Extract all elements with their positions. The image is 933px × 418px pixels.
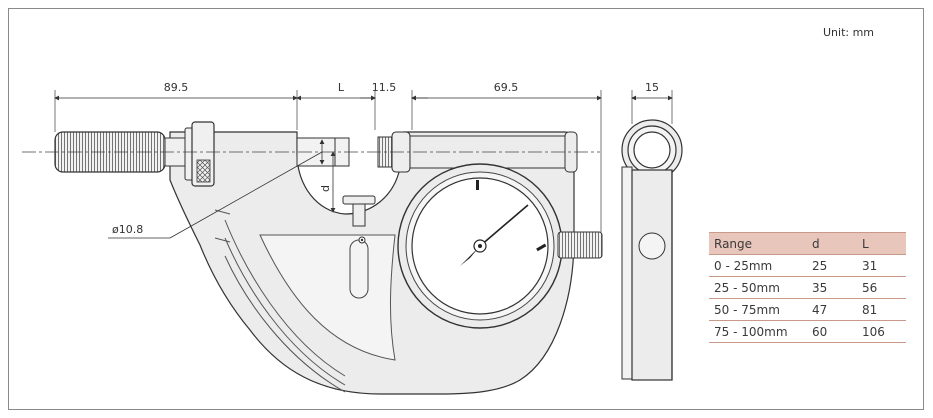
table-cell: 56 [857,276,906,299]
range-table: Range d L 0 - 25mm 25 31 25 - 50mm 35 56… [709,232,906,343]
table-cell: 35 [807,276,857,299]
table-cell: 60 [807,320,857,343]
body-groove-1 [224,219,346,377]
table-row: 50 - 75mm 47 81 [709,298,906,321]
table-cell: 25 - 50mm [709,276,807,299]
table-cell: 81 [857,298,906,321]
dial-needle [479,204,529,247]
table-row: 75 - 100mm 60 106 [709,320,906,343]
dim-l: L [338,81,345,94]
table-cell: 25 [807,254,857,277]
dim-d: d [319,185,332,192]
table-cell: 31 [857,254,906,277]
table-header-row: Range d L [709,232,906,255]
table-cell: 0 - 25mm [709,254,807,277]
header-l: L [857,232,906,255]
unit-label: Unit: mm [823,26,875,39]
dim-11-5: 11.5 [372,81,397,94]
measuring-contact [342,195,376,205]
table-row: 25 - 50mm 35 56 [709,276,906,299]
header-d: d [807,232,857,255]
body-slot [349,239,369,299]
dim-diameter: ø10.8 [112,223,143,236]
diameter-leader [169,151,323,239]
release-button [557,231,603,259]
dial-indicator [397,163,563,329]
table-row: 0 - 25mm 25 31 [709,254,906,277]
table-cell: 75 - 100mm [709,320,807,343]
header-range: Range [709,232,807,255]
table-cell: 50 - 75mm [709,298,807,321]
table-cell: 47 [807,298,857,321]
dim-15: 15 [645,81,659,94]
dim-89-5: 89.5 [164,81,189,94]
table-cell: 106 [857,320,906,343]
side-view [621,119,683,381]
body-groove-2 [224,237,346,386]
dim-69-5: 69.5 [494,81,519,94]
